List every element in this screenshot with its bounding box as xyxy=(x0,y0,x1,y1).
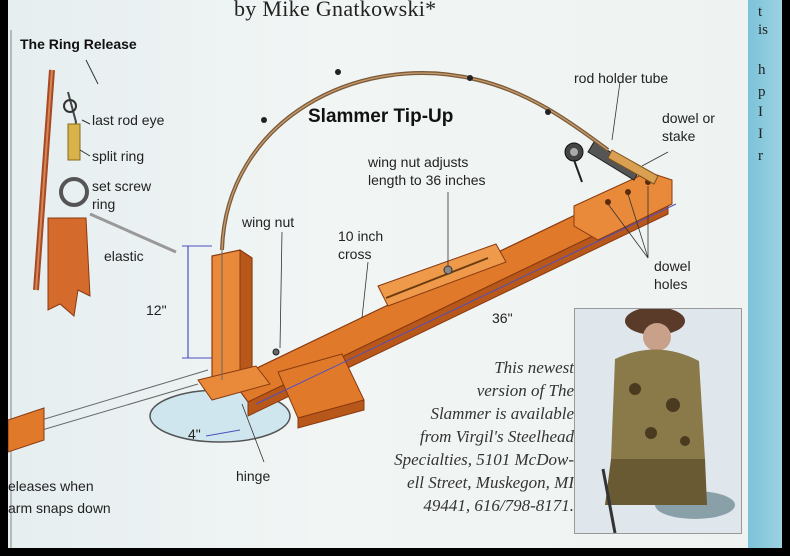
label-height: 12" xyxy=(146,302,167,318)
label-dowel-holes-2: holes xyxy=(654,276,688,292)
side-text-3: h xyxy=(758,62,766,78)
caption-line: Slammer is available xyxy=(430,404,574,423)
leader-line xyxy=(81,119,91,125)
magazine-page: by Mike Gnatkowski* t is h p I I r xyxy=(8,0,782,548)
label-dowel-holes-1: dowel xyxy=(654,258,691,274)
label-dowel-line2: stake xyxy=(662,128,696,144)
label-rod-holder-tube: rod holder tube xyxy=(574,70,669,86)
label-wing-nut: wing nut xyxy=(242,214,295,230)
rod-guide-icon xyxy=(467,75,473,81)
dowel-stake xyxy=(607,149,659,185)
side-text-2: is xyxy=(758,22,769,38)
fishing-rod-highlight xyxy=(221,72,609,251)
label-diameter: 4" xyxy=(188,426,201,442)
wing-nut-icon xyxy=(443,265,453,275)
photo-jacket xyxy=(611,349,705,459)
label-set-screw: set screw xyxy=(92,178,152,194)
rod-guide-icon xyxy=(261,117,267,123)
side-text-4: p xyxy=(758,84,766,100)
diameter-dimension xyxy=(205,429,241,437)
photo-face xyxy=(643,323,671,351)
label-length: 36" xyxy=(492,310,513,326)
leader-line xyxy=(85,59,99,85)
photo-caption: This newest version of The Slammer is av… xyxy=(308,356,574,517)
leader-line xyxy=(79,149,91,157)
release-rod-highlight xyxy=(35,69,53,291)
photo-hat xyxy=(625,309,685,335)
caption-line: from Virgil's Steelhead xyxy=(419,427,574,446)
label-releases-1: eleases when xyxy=(8,478,94,494)
reel-foot xyxy=(573,159,583,183)
release-ring-icon xyxy=(59,177,89,207)
caption-line: version of The xyxy=(476,381,574,400)
label-ring: ring xyxy=(92,196,116,212)
caption-line: ell Street, Muskegon, MI xyxy=(407,473,574,492)
rod-guide-icon xyxy=(335,69,341,75)
split-ring-icon xyxy=(67,123,81,161)
hinge-base xyxy=(197,365,271,401)
label-releases-2: arm snaps down xyxy=(8,500,111,516)
upright-post-side xyxy=(239,249,253,387)
label-wing-nut-adjusts-1: wing nut adjusts xyxy=(368,154,469,170)
cross-piece-side xyxy=(297,399,365,429)
tip-up-illustration xyxy=(8,30,677,548)
flag-icon xyxy=(47,217,91,317)
label-cross-2: cross xyxy=(338,246,372,262)
slot xyxy=(385,257,489,299)
reel-hub xyxy=(570,148,578,156)
ring-release-title: The Ring Release xyxy=(20,36,137,52)
photo-rod xyxy=(601,468,617,533)
caption-line: 49441, 616/798-8171. xyxy=(423,496,574,515)
photo-pants xyxy=(605,459,707,505)
wing-nut-icon xyxy=(272,348,280,356)
label-dowel-line1: dowel or xyxy=(662,110,715,126)
length-dimension xyxy=(255,203,677,405)
side-text-5: I xyxy=(758,104,763,120)
dowel-hole-icon xyxy=(605,199,611,205)
angler-photo xyxy=(574,308,742,534)
label-wing-nut-adjusts-2: length to 36 inches xyxy=(368,172,486,188)
label-cross-1: 10 inch xyxy=(338,228,384,244)
blue-margin-strip xyxy=(748,0,782,548)
label-split-ring: split ring xyxy=(92,148,145,164)
caption-line: Specialties, 5101 McDow- xyxy=(394,450,574,469)
diagram-title: Slammer Tip-Up xyxy=(308,106,454,127)
dowel-hole-icon xyxy=(625,189,631,195)
last-rod-eye-icon xyxy=(63,99,77,113)
angler-photo-image xyxy=(575,309,741,533)
side-text-6: I xyxy=(758,126,763,142)
caption-line: This newest xyxy=(494,358,574,377)
label-elastic: elastic xyxy=(104,248,144,264)
side-text-1: t xyxy=(758,4,763,20)
label-last-rod-eye: last rod eye xyxy=(92,112,165,128)
label-hinge: hinge xyxy=(236,468,271,484)
rod-guide-icon xyxy=(545,109,551,115)
side-text-7: r xyxy=(758,148,763,164)
flag-arm xyxy=(8,407,45,453)
elastic-band xyxy=(89,212,177,254)
byline: by Mike Gnatkowski* xyxy=(234,0,437,21)
